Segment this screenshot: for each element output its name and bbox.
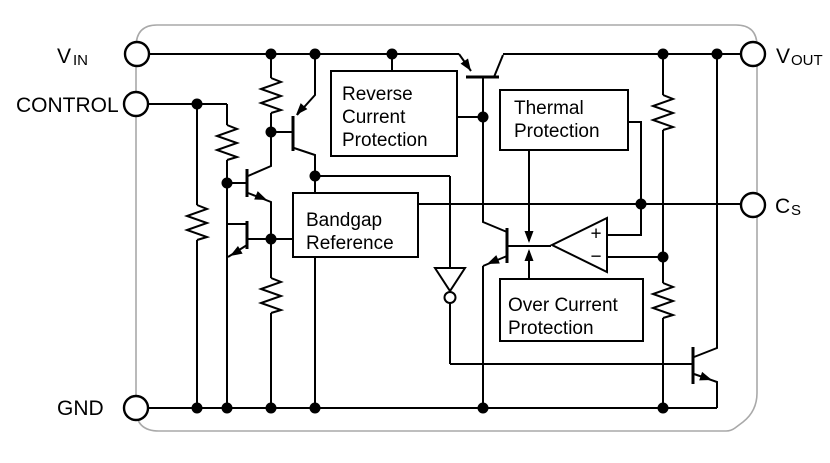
bandgap-block-label-line1: Bandgap [306, 210, 382, 231]
thermal-block-label-line2: Protection [514, 121, 600, 142]
pin-label-control: CONTROL [16, 94, 119, 117]
transistor-base-bars [245, 75, 695, 384]
junction-dot [265, 233, 277, 245]
block-over-current-protection [499, 278, 644, 342]
pass-transistor-collector [493, 54, 504, 78]
resistor [652, 282, 674, 319]
arrowheads [230, 58, 712, 381]
q1-emitter [247, 192, 272, 239]
junction-dot [191, 402, 203, 414]
junction-dots [191, 48, 723, 414]
junction-dot [657, 48, 669, 60]
circuit-wires [148, 53, 741, 409]
pin-label-vin-sub: IN [73, 52, 88, 69]
pin-vout [739, 40, 767, 68]
junction-dot [386, 48, 398, 60]
pin-control [122, 90, 150, 118]
resistor [186, 204, 208, 241]
resistor [652, 94, 674, 131]
junction-dot [711, 48, 723, 60]
bandgap-block-label-line2: Reference [306, 233, 394, 254]
junction-dot [309, 48, 321, 60]
q3-emitter-arrow [296, 103, 308, 115]
junction-dot [309, 402, 321, 414]
junction-dot [191, 98, 203, 110]
junction-dot [265, 48, 277, 60]
q1-emitter-arrow [254, 191, 267, 200]
thermal-block-label-line1: Thermal [514, 98, 584, 119]
comparator-minus-sign: − [590, 247, 601, 268]
junction-dot [309, 170, 321, 182]
pin-label-vout: V [776, 45, 790, 68]
driver-collector-wire [482, 117, 508, 233]
junction-dot [265, 126, 277, 138]
pin-label-vin: V [57, 45, 71, 68]
inverter-symbol [433, 267, 467, 293]
pin-label-gnd: GND [57, 397, 104, 420]
overcurrent-block-label-line2: Protection [508, 318, 594, 339]
block-reverse-current-protection [330, 70, 458, 157]
reverse-block-label-line3: Protection [342, 130, 428, 151]
block-bandgap-reference [292, 192, 419, 258]
junction-dot [635, 198, 647, 210]
junction-dot [477, 402, 489, 414]
pin-label-cs-sub: S [791, 202, 801, 219]
reverse-block-label-line2: Current [342, 107, 406, 128]
pin-label-vout-sub: OUT [791, 52, 823, 69]
q1-collector [247, 132, 272, 177]
pin-vin [123, 40, 151, 68]
reverse-block-label-line1: Reverse [342, 84, 413, 105]
resistor [216, 124, 238, 161]
q3-collector [293, 147, 316, 176]
comparator-plus-sign: + [590, 224, 601, 245]
block-thermal-protection [499, 89, 629, 151]
junction-dot [221, 402, 233, 414]
q5-collector-wire [693, 54, 718, 358]
pin-cs [739, 191, 767, 219]
error-amplifier-symbol [549, 216, 608, 274]
q5-emitter-arrow [699, 371, 712, 381]
pin-label-cs: C [775, 195, 790, 218]
inverter-bubble [443, 291, 457, 304]
pin-gnd [122, 394, 150, 422]
thermal-right-to-ref-node [607, 121, 642, 236]
junction-dot [657, 251, 669, 263]
thermal-signal-arrow [524, 231, 534, 243]
junction-dot [657, 402, 669, 414]
junction-dot [265, 402, 277, 414]
overcurrent-block-label-line1: Over Current [508, 295, 619, 316]
resistor [260, 77, 282, 114]
q4-emitter-arrow [487, 255, 500, 264]
junction-dot [477, 111, 489, 123]
pass-emitter-arrow [460, 58, 471, 71]
junction-dot [221, 177, 233, 189]
resistor [260, 277, 282, 314]
overcurrent-signal-arrow [524, 249, 534, 261]
q2-emitter-arrow [230, 245, 243, 256]
